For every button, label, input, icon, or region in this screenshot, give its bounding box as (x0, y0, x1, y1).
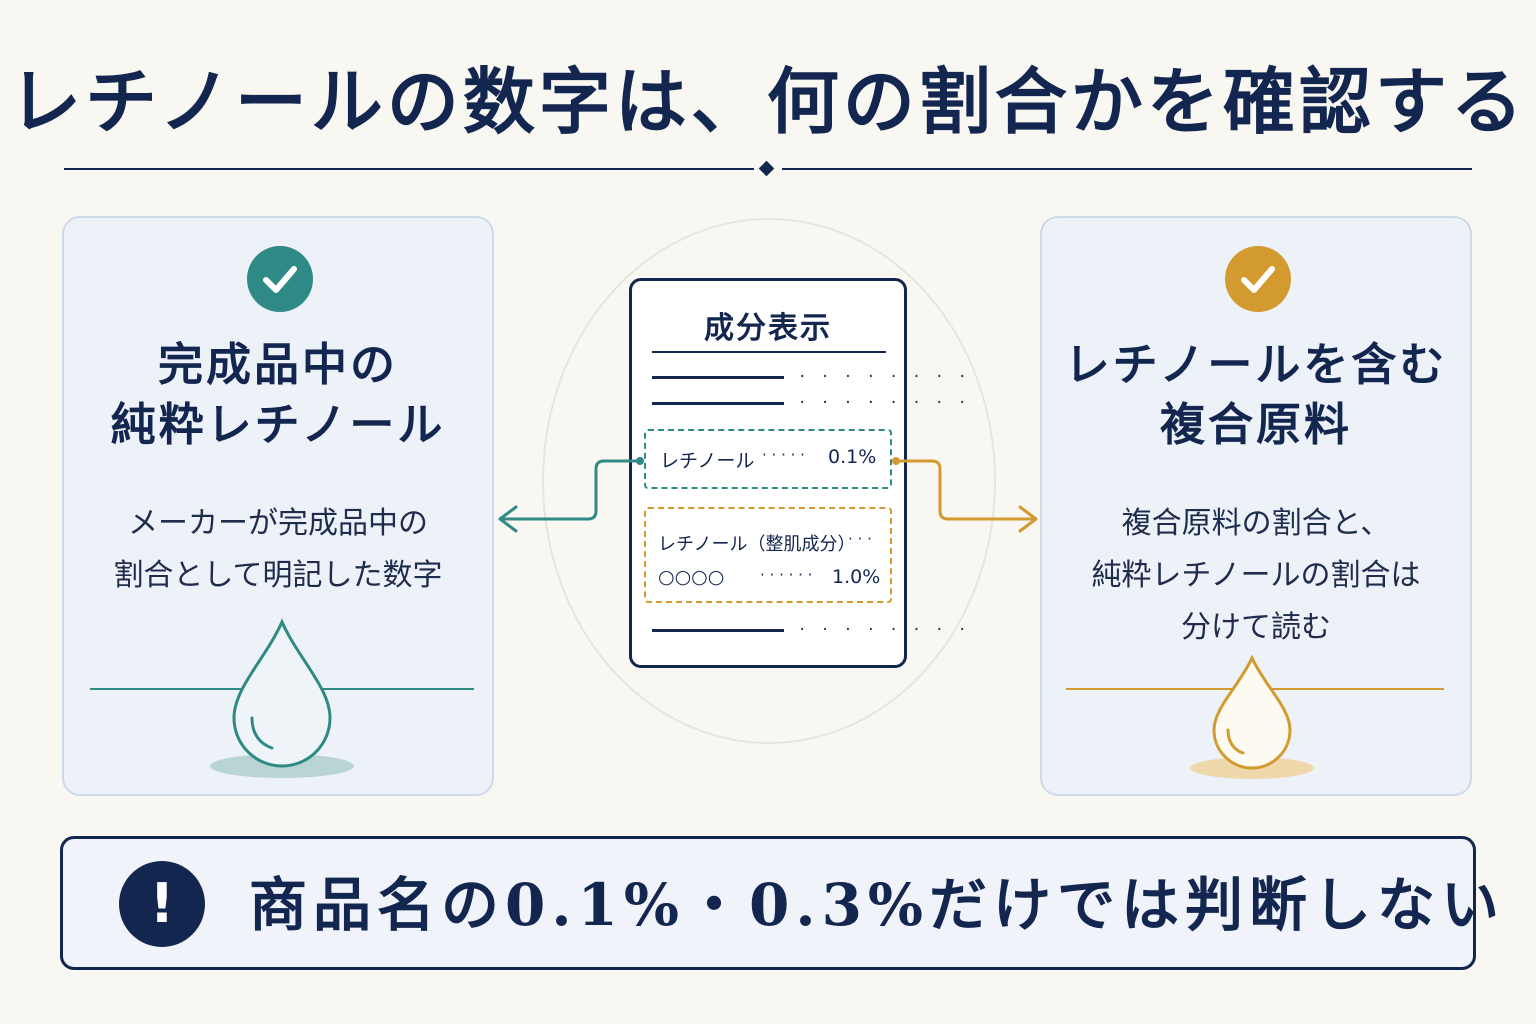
placeholder-line (652, 402, 784, 405)
check-icon (247, 246, 313, 312)
placeholder-line (652, 376, 784, 379)
right-heading-line2: 複合原料 (1159, 398, 1352, 451)
row1-dots: · · · · · (762, 446, 805, 464)
pure-retinol-highlight (644, 429, 892, 489)
arrow-to-pure-retinol (498, 457, 644, 533)
right-heading-line1: レチノールを含む (1064, 338, 1448, 391)
pure-retinol-panel (62, 216, 494, 796)
left-heading-line2: 純粋レチノール (110, 398, 446, 451)
row2-trailing: · · · (848, 530, 872, 548)
placeholder-dots: · · · · · · · · (798, 622, 970, 638)
right-body-line3: 分けて読む (1181, 610, 1331, 645)
label-backdrop-ring (542, 218, 996, 744)
warning-banner: ! 商品名の0.1%・0.3%だけでは判断しない (60, 836, 1499, 970)
placeholder-dots: · · · · · · · · (798, 395, 970, 411)
left-body-line1: メーカーが完成品中の (128, 506, 428, 541)
title-rule-right (782, 168, 1472, 170)
ingredient-label-title: 成分表示 (704, 311, 832, 346)
title-rule-left (64, 168, 754, 170)
exclamation-icon: ! (119, 861, 205, 947)
row3-dots: · · · · · · (760, 566, 813, 584)
right-body-line1: 複合原料の割合と、 (1121, 506, 1391, 541)
compound-highlight (644, 507, 892, 603)
compound-material-panel (1040, 216, 1472, 796)
check-icon (1225, 246, 1291, 312)
warning-text: 商品名の0.1%・0.3%だけでは判断しない (249, 871, 1506, 939)
ingredient-label-card: 成分表示 · · · · · · · · · · · · · · · · レチノ… (629, 278, 966, 668)
label-divider (652, 351, 886, 353)
right-body-line2: 純粋レチノールの割合は (1091, 558, 1421, 593)
left-body-line2: 割合として明記した数字 (113, 558, 443, 593)
placeholder-line (652, 629, 784, 632)
row3-value: 1.0% (832, 566, 881, 588)
row3-name: ○○○○ (658, 566, 725, 588)
water-drop-icon (1190, 654, 1314, 779)
placeholder-dots: · · · · · · · · (798, 369, 970, 385)
page-title: レチノールの数字は、何の割合かを確認する (9, 59, 1527, 144)
left-heading-line1: 完成品中の (157, 338, 398, 391)
arrow-to-compound (892, 457, 1038, 533)
row2-name: レチノール（整肌成分） (658, 534, 856, 555)
row1-name: レチノール (660, 450, 755, 472)
row1-value: 0.1% (828, 446, 877, 468)
water-drop-icon (210, 618, 354, 778)
